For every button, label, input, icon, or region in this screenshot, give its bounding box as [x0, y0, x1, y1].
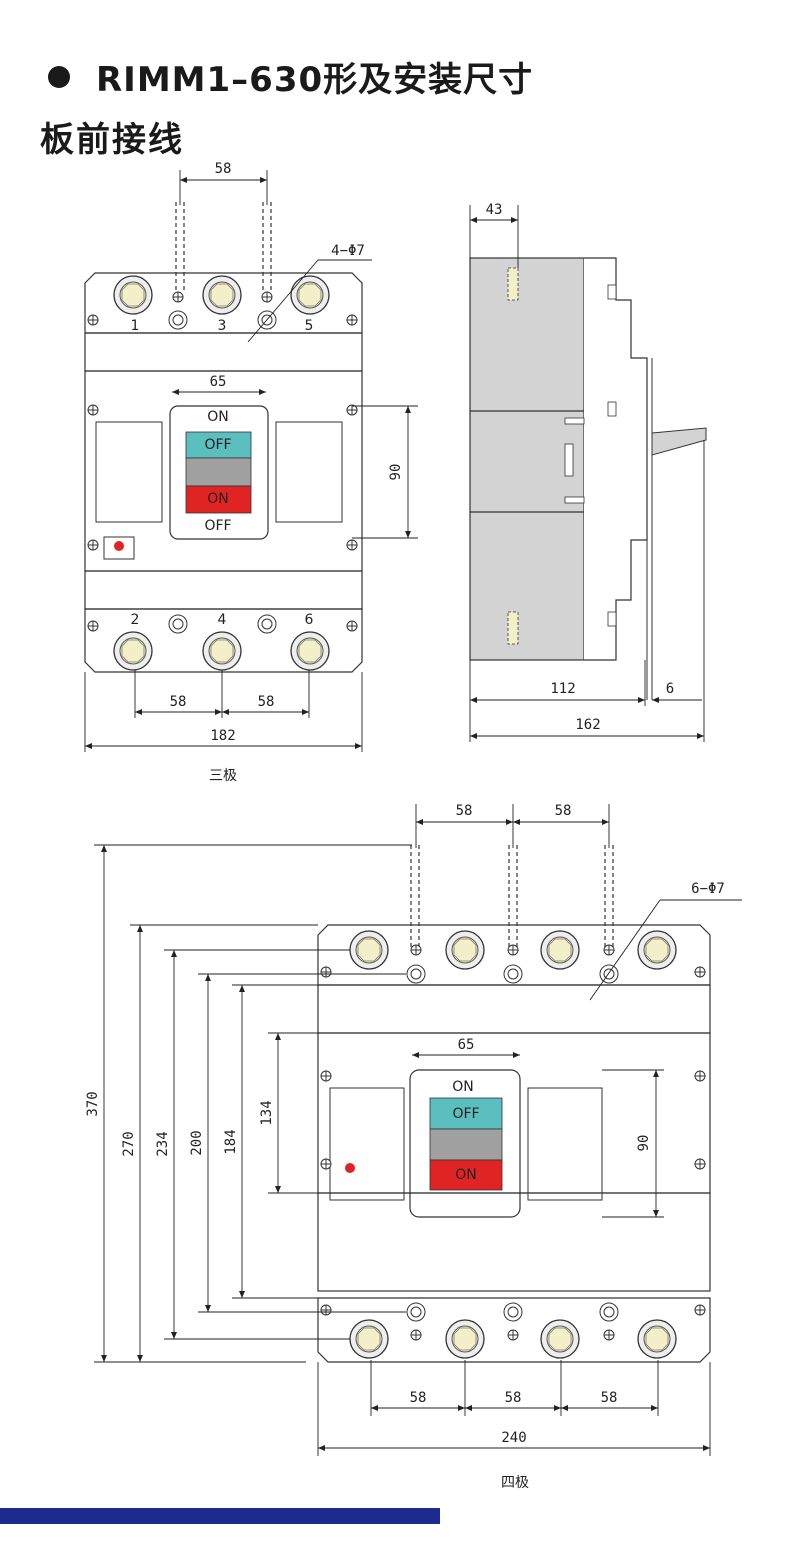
side-view — [469, 257, 707, 700]
terminal-label: 3 — [218, 318, 227, 334]
three-pole-view — [84, 202, 363, 673]
bullet-icon — [48, 65, 70, 88]
dim-label: 184 — [223, 1129, 239, 1154]
three-pole-dims — [84, 170, 418, 752]
side-view-dims — [469, 205, 705, 742]
dim-label: 234 — [155, 1131, 171, 1156]
dim-label: 240 — [501, 1430, 526, 1446]
dim-label: 6 — [666, 681, 674, 697]
dim-label: 65 — [458, 1037, 475, 1053]
three-pole-handle[interactable]: ON OFF ON OFF — [185, 409, 252, 534]
three-pole-labels: 1 3 5 2 4 6 — [131, 318, 314, 628]
four-pole-dims — [94, 804, 742, 1456]
dim-label: 4−Φ7 — [331, 243, 365, 259]
dim-label: 58 — [505, 1390, 522, 1406]
dim-label: 58 — [258, 694, 275, 710]
on-button-label: ON — [455, 1167, 477, 1183]
off-button-label: OFF — [204, 437, 231, 453]
four-pole-view — [317, 845, 711, 1363]
dim-label: 65 — [210, 374, 227, 390]
four-pole-caption: 四极 — [501, 1475, 529, 1491]
dim-label: 43 — [486, 202, 503, 218]
four-pole-handle[interactable]: ON OFF ON — [429, 1079, 503, 1191]
dim-label: 58 — [555, 803, 572, 819]
dim-label: 370 — [85, 1091, 101, 1116]
page-subtitle: 板前接线 — [40, 120, 184, 160]
three-pole-caption: 三极 — [209, 768, 237, 784]
dim-label: 58 — [410, 1390, 427, 1406]
terminal-label: 1 — [131, 318, 140, 334]
footer-bar — [0, 1508, 440, 1524]
dim-label: 270 — [121, 1131, 137, 1156]
page-title: RIMM1–630形及安装尺寸 — [96, 60, 534, 100]
dim-label: 6−Φ7 — [691, 881, 725, 897]
three-pole-terminals — [87, 275, 358, 671]
handle-off-label: OFF — [204, 518, 231, 534]
terminal-label: 5 — [305, 318, 314, 334]
dim-label: 134 — [259, 1100, 275, 1125]
four-pole-dim-text: 58 58 6−Φ7 65 90 370 270 234 200 184 134… — [85, 803, 725, 1491]
dim-label: 58 — [601, 1390, 618, 1406]
dim-label: 162 — [575, 717, 600, 733]
three-pole-dim-text: 58 4−Φ7 65 90 58 58 182 三极 — [170, 161, 404, 784]
terminal-label: 4 — [218, 612, 227, 628]
dim-label: 58 — [215, 161, 232, 177]
dim-label: 58 — [170, 694, 187, 710]
title-row: RIMM1–630形及安装尺寸 — [48, 52, 533, 101]
on-button-label: ON — [207, 491, 229, 507]
handle-on-label: ON — [207, 409, 229, 425]
four-pole-terminals — [320, 930, 706, 1359]
dim-label: 200 — [189, 1130, 205, 1155]
off-button-label: OFF — [452, 1106, 479, 1122]
dim-label: 90 — [636, 1135, 652, 1152]
dim-label: 58 — [456, 803, 473, 819]
dim-label: 182 — [210, 728, 235, 744]
terminal-label: 2 — [131, 612, 140, 628]
dim-label: 90 — [388, 464, 404, 481]
dim-label: 112 — [550, 681, 575, 697]
handle-on-label: ON — [452, 1079, 474, 1095]
side-view-dim-text: 43 112 6 162 — [486, 202, 675, 733]
terminal-label: 6 — [305, 612, 314, 628]
